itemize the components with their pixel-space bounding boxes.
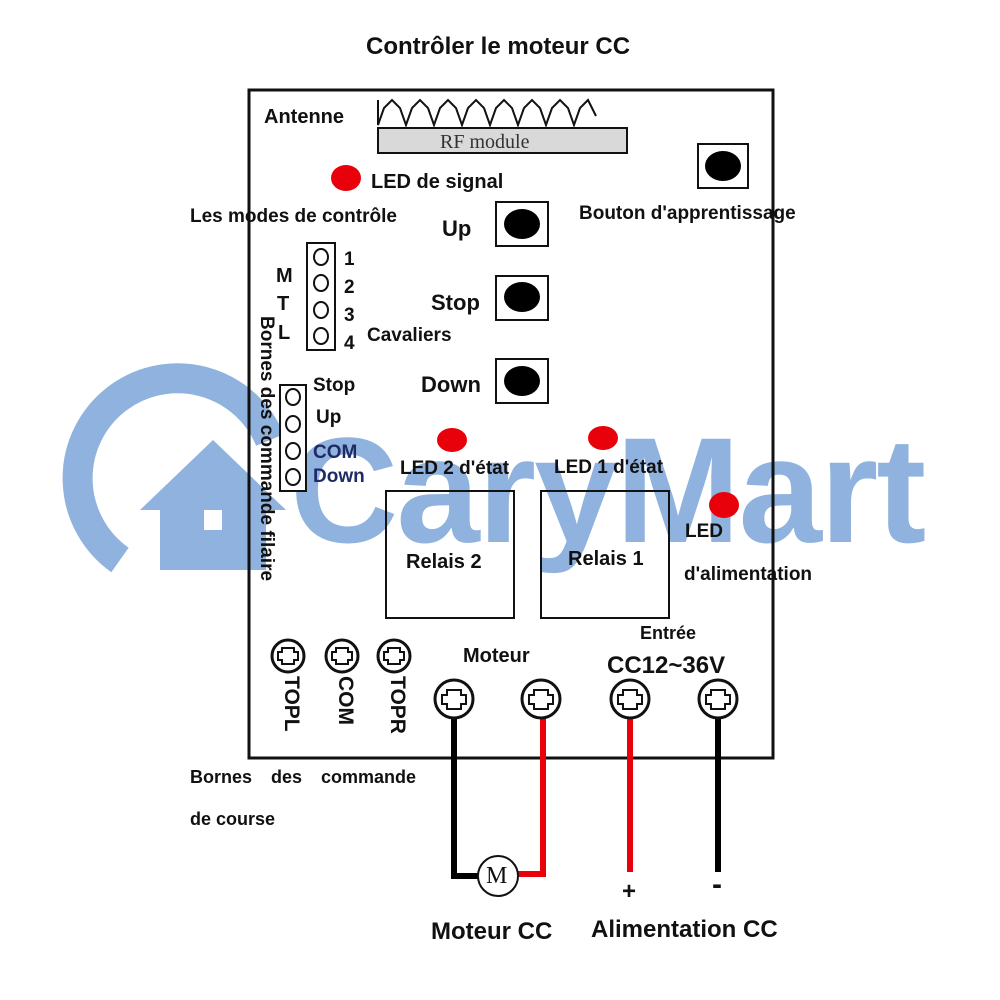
mode-letter-m: M xyxy=(276,265,293,287)
motor-wire-black xyxy=(451,715,478,879)
limit-terminals-label-line2: de course xyxy=(190,809,276,829)
status-led-1-label: LED 1 d'état xyxy=(554,457,664,478)
jumper-number-3: 3 xyxy=(344,305,355,326)
wired-terminals-label: Bornes des commande filaire xyxy=(256,316,277,582)
antenna-coil xyxy=(377,98,597,129)
wired-terminal-header xyxy=(279,384,307,492)
jumper-number-4: 4 xyxy=(344,333,355,354)
relay-2-label: Relais 2 xyxy=(406,551,482,573)
wired-terminal-down: Down xyxy=(313,466,365,487)
relay-1 xyxy=(540,490,670,619)
motor-caption: Moteur CC xyxy=(431,918,553,945)
plus-sign: + xyxy=(622,878,637,905)
wired-terminal-stop: Stop xyxy=(313,375,356,396)
controller-board xyxy=(247,88,775,760)
wired-terminal-com: COM xyxy=(313,442,358,463)
limit-terminals-label-line1: Bornes des commande xyxy=(190,767,417,787)
motor-terminals-label: Moteur xyxy=(463,645,530,667)
limit-terminal-com-label: COM xyxy=(334,676,357,725)
minus-sign: - xyxy=(712,868,722,901)
terminal-power-minus xyxy=(697,678,739,720)
signal-led-label: LED de signal xyxy=(371,171,504,193)
learn-button-label: Bouton d'apprentissage xyxy=(579,203,796,224)
terminal-power-plus xyxy=(609,678,651,720)
terminal-motor-1 xyxy=(433,678,475,720)
terminal-topl xyxy=(270,638,306,674)
power-led xyxy=(709,492,739,518)
page-title: Contrôler le moteur CC xyxy=(366,33,631,60)
motor-symbol-letter: M xyxy=(486,863,508,889)
rf-module xyxy=(377,127,628,154)
signal-led xyxy=(331,165,361,191)
down-button-label: Down xyxy=(421,372,481,397)
status-led-2-label: LED 2 d'état xyxy=(400,458,510,479)
jumpers-label: Cavaliers xyxy=(367,325,452,346)
limit-terminal-topr-label: TOPR xyxy=(386,676,409,734)
jumper-header xyxy=(306,242,336,351)
stop-button-label: Stop xyxy=(431,290,480,315)
terminal-topr xyxy=(376,638,412,674)
status-led-2 xyxy=(437,428,467,452)
limit-terminal-topl-label: TOPL xyxy=(280,676,303,732)
terminal-motor-2 xyxy=(520,678,562,720)
input-label: Entrée xyxy=(640,623,697,643)
jumper-number-2: 2 xyxy=(344,277,355,298)
power-caption: Alimentation CC xyxy=(591,916,778,943)
rf-module-label: RF module xyxy=(440,131,530,153)
up-button-label: Up xyxy=(442,216,472,241)
jumper-number-1: 1 xyxy=(344,249,355,270)
control-modes-label: Les modes de contrôle xyxy=(190,206,397,227)
stop-button[interactable] xyxy=(495,275,549,321)
relay-2 xyxy=(385,490,515,619)
antenna-label: Antenne xyxy=(264,106,344,128)
up-button[interactable] xyxy=(495,201,549,247)
relay-1-label: Relais 1 xyxy=(568,548,644,570)
power-led-label-line1: LED xyxy=(685,521,723,542)
motor-symbol xyxy=(477,855,519,897)
wired-terminal-up: Up xyxy=(316,407,342,428)
power-led-label-line2: d'alimentation xyxy=(684,564,813,585)
terminal-com xyxy=(324,638,360,674)
mode-letter-l: L xyxy=(278,322,291,344)
mode-letter-t: T xyxy=(277,293,290,315)
status-led-1 xyxy=(588,426,618,450)
down-button[interactable] xyxy=(495,358,549,404)
learn-button[interactable] xyxy=(697,143,749,189)
voltage-label: CC12~36V xyxy=(607,652,726,679)
motor-wire-red xyxy=(518,715,546,877)
